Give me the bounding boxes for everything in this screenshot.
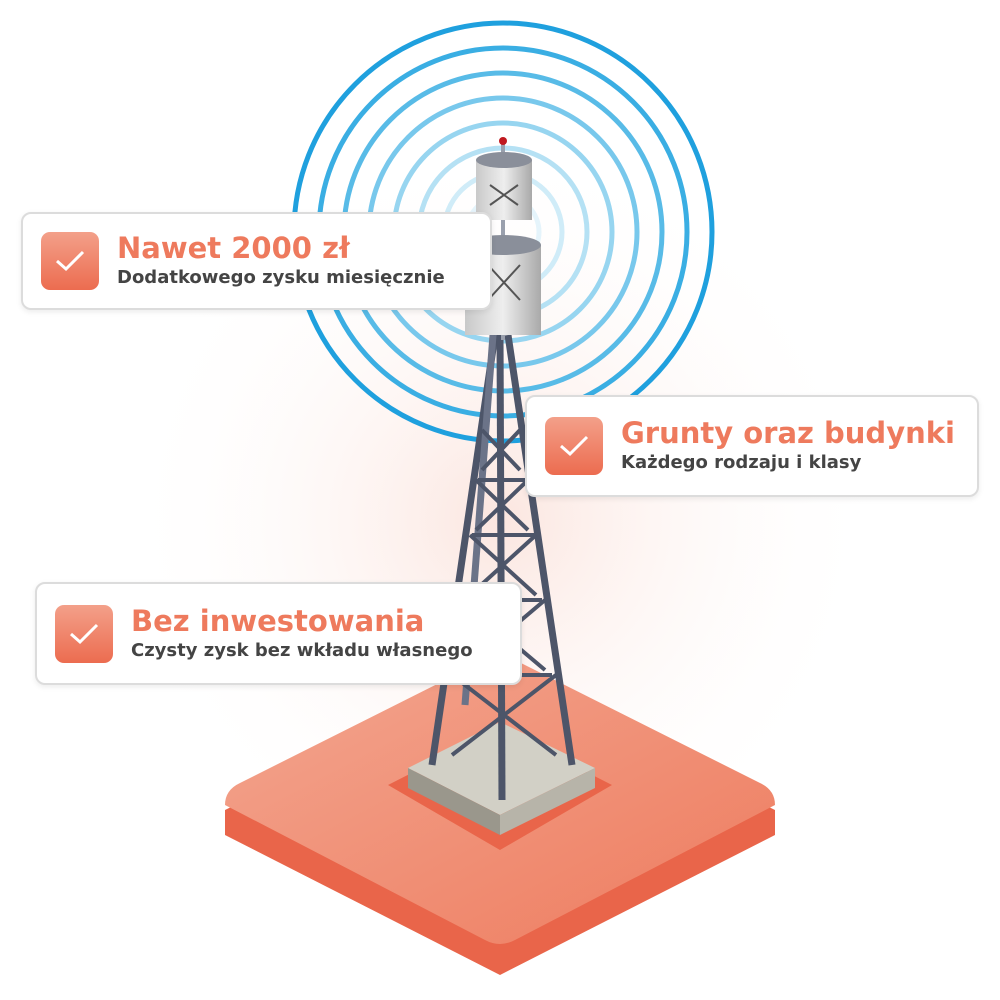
tower-lattice: [428, 334, 576, 801]
benefit-card-no-investment: Bez inwestowania Czysty zysk bez wkładu …: [35, 582, 522, 685]
check-icon: [41, 232, 99, 290]
card-title: Bez inwestowania: [131, 603, 425, 638]
card-subtitle: Każdego rodzaju i klasy: [621, 452, 862, 473]
card-subtitle: Czysty zysk bez wkładu własnego: [131, 639, 473, 661]
card-subtitle: Dodatkowego zysku miesięcznie: [117, 267, 445, 288]
check-icon: [55, 604, 113, 663]
card-title: Nawet 2000 zł: [117, 231, 350, 265]
beacon-light: [499, 137, 507, 145]
benefit-card-land: Grunty oraz budynki Każdego rodzaju i kl…: [525, 395, 979, 497]
check-icon: [545, 417, 603, 475]
benefit-card-income: Nawet 2000 zł Dodatkowego zysku miesięcz…: [21, 212, 492, 310]
card-title: Grunty oraz budynki: [621, 416, 955, 450]
